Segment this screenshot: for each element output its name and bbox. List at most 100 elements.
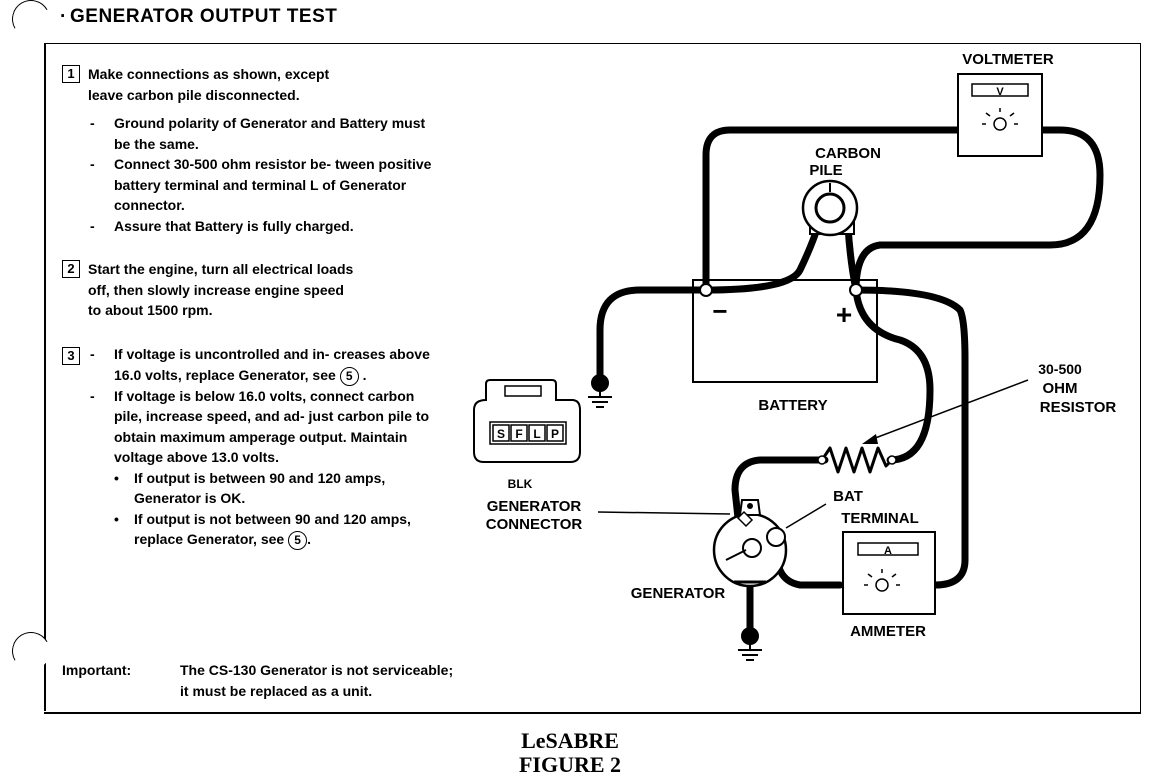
carbon-pile-label-2: PILE xyxy=(809,162,842,179)
generator-icon xyxy=(712,499,788,588)
important-line-2: it must be replaced as a unit. xyxy=(180,683,373,699)
resistor-end-left xyxy=(817,455,827,465)
wire-voltmeter-positive xyxy=(852,126,1104,294)
ammeter: A xyxy=(842,531,936,615)
step-1-subitem-1-text: Ground polarity of Generator and Battery… xyxy=(114,115,426,152)
connector-pins: S F L P xyxy=(492,424,564,442)
ammeter-knob-icon xyxy=(875,578,889,592)
wire-carbon-pile-negative xyxy=(702,222,822,294)
step-3: 3 -If voltage is uncontrolled and in- cr… xyxy=(62,344,442,550)
step-1-line-2: leave carbon pile disconnected. xyxy=(88,86,300,103)
frame-left-border xyxy=(44,43,46,711)
step-3-subitem-a-text: If voltage is uncontrolled and in- creas… xyxy=(114,346,430,383)
step-1-line-1: Make connections as shown, except xyxy=(88,66,330,82)
step-1-subitem: -Assure that Battery is fully charged. xyxy=(90,217,354,234)
battery-positive-terminal xyxy=(849,283,863,297)
voltmeter-rays xyxy=(982,108,1018,125)
step-1-subitem-3-text: Assure that Battery is fully charged. xyxy=(114,217,354,234)
ground-icon-generator xyxy=(738,627,762,661)
caption-figure: FIGURE 2 xyxy=(518,752,622,777)
carbon-pile-label-1: CARBON xyxy=(815,145,881,162)
important-label: Important: xyxy=(62,662,132,678)
wire-negative-voltmeter xyxy=(702,126,964,294)
resistor-label-2: OHM xyxy=(1043,380,1078,397)
generator-bat-terminal xyxy=(766,527,786,547)
voltmeter-label: VOLTMETER xyxy=(962,51,1054,68)
step-3-subitem-b-text: If voltage is below 16.0 volts, connect … xyxy=(114,387,430,466)
voltmeter-symbol: V xyxy=(996,86,1004,98)
connector-pin-l: L xyxy=(533,427,540,441)
carbon-pile xyxy=(801,179,859,237)
ground-icon-battery xyxy=(588,374,612,408)
bat-terminal-label-1: BAT xyxy=(833,488,863,505)
ammeter-scale xyxy=(857,542,919,556)
step-1-subitem-2-text: Connect 30-500 ohm resistor be- tween po… xyxy=(114,156,432,213)
step-3-subitem-b: -If voltage is below 16.0 volts, connect… xyxy=(90,387,430,466)
step-3-bullet-1-text: If output is between 90 and 120 amps, Ge… xyxy=(134,469,386,507)
voltmeter-knob-icon xyxy=(993,117,1007,131)
step-1-subitem: -Ground polarity of Generator and Batter… xyxy=(90,115,426,152)
step-2: 2 Start the engine, turn all electrical l… xyxy=(62,259,442,321)
connector-pointer-line xyxy=(597,511,731,515)
wire-negative-ground xyxy=(596,286,710,384)
resistor-label-1: 30-500 xyxy=(1038,361,1082,377)
step-3-bullet-1: •If output is between 90 and 120 amps, G… xyxy=(114,469,386,507)
step-number-3: 3 xyxy=(62,346,80,365)
battery-negative-terminal xyxy=(699,283,713,297)
bat-terminal-label-2: TERMINAL xyxy=(841,510,919,527)
battery-label: BATTERY xyxy=(758,397,827,414)
generator-connector-icon: S F L P xyxy=(473,379,581,463)
connector-pin-s: S xyxy=(497,427,505,441)
voltmeter-scale xyxy=(971,83,1029,97)
wire-positive-resistor xyxy=(852,286,934,464)
page-title: GENERATOR OUTPUT TEST xyxy=(70,6,338,27)
wires xyxy=(596,126,1104,636)
generator-mount-hole xyxy=(747,503,753,509)
wire-resistor-generator xyxy=(731,456,829,522)
step-3-bullet-2: •If output is not between 90 and 120 amp… xyxy=(62,509,442,550)
important-note: Important: The CS-130 Generator is not se… xyxy=(62,660,453,702)
ammeter-rays xyxy=(864,569,900,586)
reference-5-circle: 5 xyxy=(339,366,359,386)
connector-latch xyxy=(504,385,542,397)
caption-model: LeSABRE xyxy=(521,728,619,753)
generator-shaft xyxy=(725,549,747,561)
content-frame xyxy=(44,43,1141,714)
connector-pin-p: P xyxy=(551,427,559,441)
step-2-line-2: off, then slowly increase engine speed xyxy=(88,281,344,298)
battery: − + xyxy=(692,279,878,383)
step-2-text: Start the engine, turn all electrical lo… xyxy=(88,259,428,321)
resistor-end-right xyxy=(887,455,897,465)
resistor-zigzag xyxy=(820,446,894,474)
generator-connector-label-2: CONNECTOR xyxy=(486,516,583,533)
step-1-subitem: -Connect 30-500 ohm resistor be- tween p… xyxy=(90,156,432,213)
step-1-text: Make connections as shown, except leave c… xyxy=(88,64,428,105)
important-line-1: The CS-130 Generator is not serviceable; xyxy=(180,662,454,678)
step-number-2: 2 xyxy=(62,260,80,278)
generator-connector-socket xyxy=(736,510,754,528)
generator-connector-label-1: GENERATOR xyxy=(487,498,582,515)
connector-pin-f: F xyxy=(515,427,522,441)
wire-positive-ammeter xyxy=(852,286,969,589)
resistor xyxy=(817,446,897,474)
ammeter-label: AMMETER xyxy=(850,623,926,640)
generator-pulley xyxy=(742,538,762,558)
voltmeter: V xyxy=(957,73,1043,157)
step-2-line-3: to about 1500 rpm. xyxy=(88,302,213,318)
title-bullet: · xyxy=(60,6,67,27)
resistor-label-3: RESISTOR xyxy=(1040,399,1117,416)
battery-body xyxy=(692,279,878,383)
connector-color-label: BLK xyxy=(508,477,533,491)
generator-label: GENERATOR xyxy=(631,585,726,602)
resistor-pointer-arrow xyxy=(862,379,1029,444)
carbon-pile-knob xyxy=(814,192,846,224)
step-3-subitem-a: -If voltage is uncontrolled and in- crea… xyxy=(62,344,442,386)
step-2-line-1: Start the engine, turn all electrical lo… xyxy=(88,261,354,277)
step-3-bullet-2-text: If output is not between 90 and 120 amps… xyxy=(134,510,411,548)
bat-terminal-pointer-line xyxy=(785,503,827,529)
ammeter-symbol: A xyxy=(884,545,892,557)
battery-positive-sign: + xyxy=(836,299,852,330)
